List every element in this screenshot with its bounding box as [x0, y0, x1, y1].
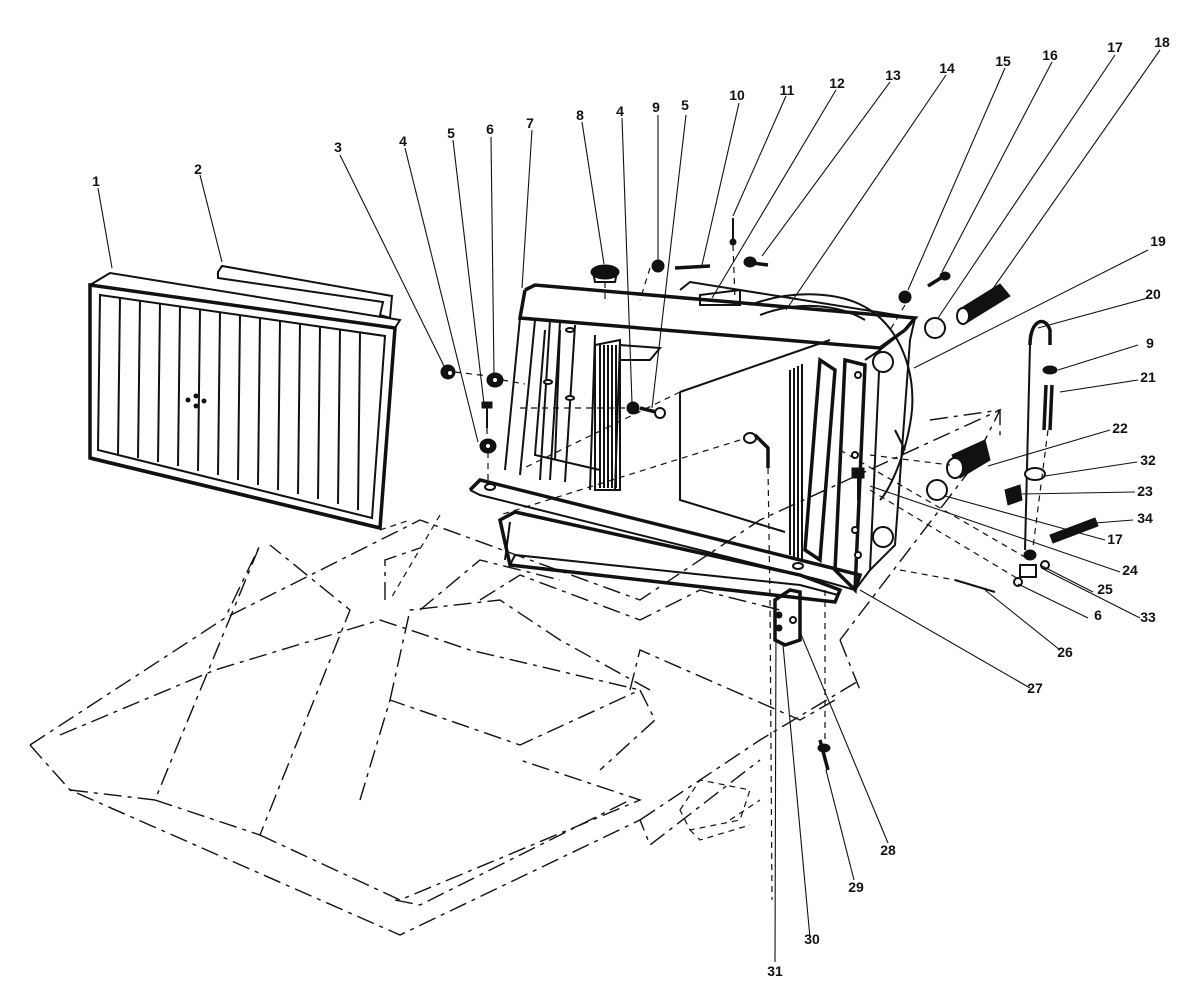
- callout-label-9: 9: [1146, 335, 1154, 351]
- callout-label-14: 14: [939, 60, 955, 76]
- splash-pan: [498, 510, 843, 604]
- callout-label-5: 5: [681, 97, 689, 113]
- callout-label-16: 16: [1042, 47, 1058, 63]
- callout-label-26: 26: [1057, 644, 1073, 660]
- callout-label-27: 27: [1027, 680, 1043, 696]
- callout-label-13: 13: [885, 67, 901, 83]
- callout-label-2: 2: [194, 161, 202, 177]
- callout-label-22: 22: [1112, 420, 1128, 436]
- callout-label-4: 4: [399, 133, 407, 149]
- fasteners: [440, 218, 1099, 771]
- assembly-lines: [379, 244, 1049, 901]
- grille-trim-strip: [217, 264, 394, 320]
- callout-label-1: 1: [92, 173, 100, 189]
- mount-bracket: [773, 588, 802, 647]
- callout-label-21: 21: [1140, 369, 1156, 385]
- callout-label-6: 6: [486, 121, 494, 137]
- grille-louvers: [117, 297, 361, 511]
- callout-label-23: 23: [1137, 483, 1153, 499]
- callout-label-30: 30: [804, 931, 820, 947]
- grille-screen: [88, 271, 402, 531]
- callout-label-31: 31: [767, 963, 783, 979]
- callout-label-17: 17: [1107, 531, 1123, 547]
- callout-label-28: 28: [880, 842, 896, 858]
- callout-label-24: 24: [1122, 562, 1138, 578]
- callout-label-33: 33: [1140, 609, 1156, 625]
- core-fins: [599, 345, 803, 561]
- callout-label-32: 32: [1140, 452, 1156, 468]
- leader-lines: [97, 49, 1161, 963]
- callout-label-34: 34: [1137, 510, 1153, 526]
- callout-label-5: 5: [447, 125, 455, 141]
- callout-label-9: 9: [652, 99, 660, 115]
- callout-label-29: 29: [848, 879, 864, 895]
- callout-label-3: 3: [334, 139, 342, 155]
- callout-label-7: 7: [526, 115, 534, 131]
- callout-label-20: 20: [1145, 286, 1161, 302]
- radiator-frame: [468, 283, 919, 595]
- callout-label-25: 25: [1097, 581, 1113, 597]
- callout-label-4: 4: [616, 103, 624, 119]
- fan-shroud: [679, 280, 916, 548]
- callout-label-19: 19: [1150, 233, 1166, 249]
- callout-label-10: 10: [729, 87, 745, 103]
- radiator-core: [594, 338, 831, 561]
- callout-label-17: 17: [1107, 39, 1123, 55]
- callout-label-6: 6: [1094, 607, 1102, 623]
- callout-label-11: 11: [780, 82, 795, 98]
- callout-label-15: 15: [995, 53, 1011, 69]
- callout-label-12: 12: [829, 75, 845, 91]
- callout-label-18: 18: [1154, 34, 1170, 50]
- callout-label-8: 8: [576, 107, 584, 123]
